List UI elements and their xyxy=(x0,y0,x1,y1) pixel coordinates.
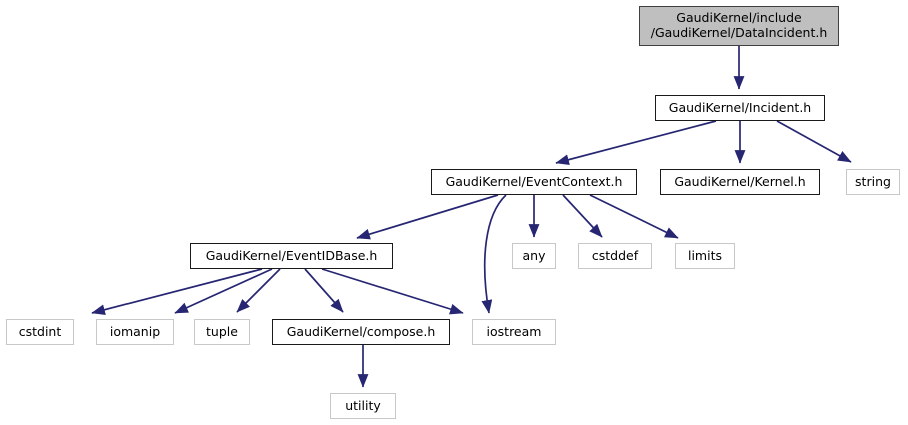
edge-layer xyxy=(91,46,852,388)
node-incident[interactable]: GaudiKernel/Incident.h xyxy=(655,95,825,121)
node-limits[interactable]: limits xyxy=(675,243,735,269)
node-tuple[interactable]: tuple xyxy=(194,319,250,345)
edge-incident-string xyxy=(776,120,852,163)
node-kernel[interactable]: GaudiKernel/Kernel.h xyxy=(660,169,820,195)
edge-incident-eventcontext xyxy=(555,120,717,165)
node-iomanip[interactable]: iomanip xyxy=(96,319,174,345)
node-dataincident[interactable]: GaudiKernel/include /GaudiKernel/DataInc… xyxy=(639,6,839,46)
edge-eventcontext-eventidbase xyxy=(356,194,499,240)
node-string[interactable]: string xyxy=(846,169,900,195)
edge-eventcontext-iostream xyxy=(481,194,507,314)
edge-eventidbase-compose xyxy=(304,268,344,313)
edge-eventcontext-limits xyxy=(589,194,679,239)
node-compose[interactable]: GaudiKernel/compose.h xyxy=(272,319,450,345)
node-any[interactable]: any xyxy=(512,243,556,269)
edge-eventidbase-tuple xyxy=(236,268,281,313)
node-cstdint[interactable]: cstdint xyxy=(6,319,74,345)
node-eventcontext[interactable]: GaudiKernel/EventContext.h xyxy=(431,169,637,195)
node-cstddef[interactable]: cstddef xyxy=(578,243,652,269)
edge-eventcontext-cstddef xyxy=(562,194,603,238)
edge-eventidbase-iostream xyxy=(321,268,464,315)
node-eventidbase[interactable]: GaudiKernel/EventIDBase.h xyxy=(190,243,393,269)
edge-eventidbase-iomanip xyxy=(174,268,273,314)
node-utility[interactable]: utility xyxy=(330,393,396,419)
node-iostream[interactable]: iostream xyxy=(472,319,556,345)
edge-eventidbase-cstdint xyxy=(91,268,263,316)
